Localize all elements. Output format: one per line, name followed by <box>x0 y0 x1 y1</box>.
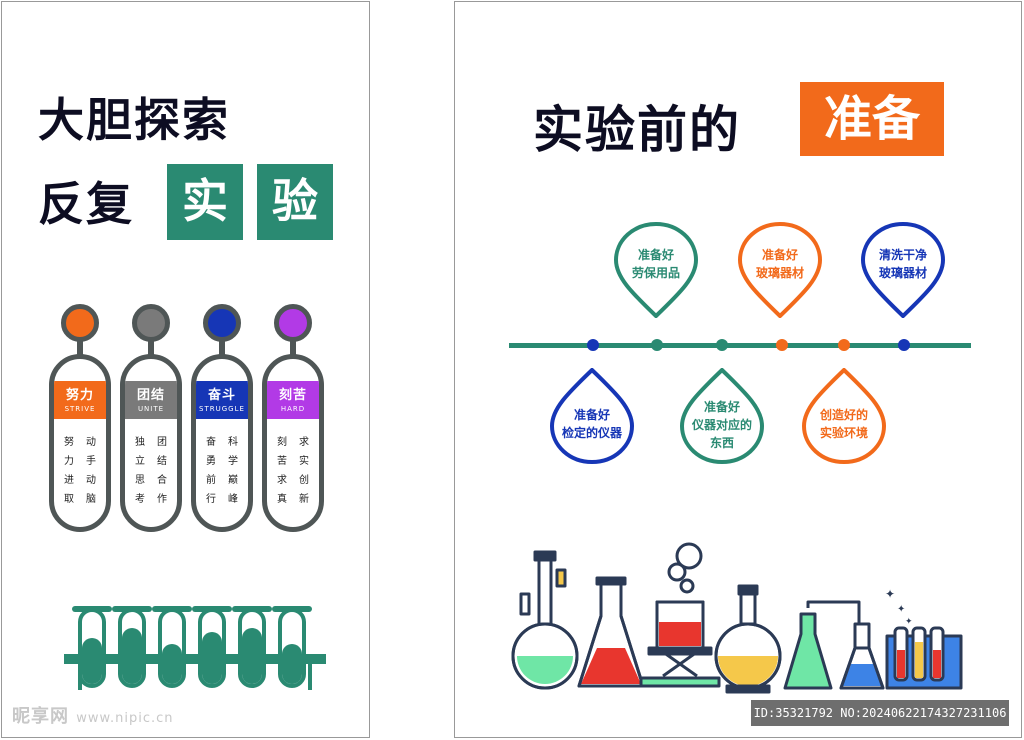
pill-text: 奋勇前行 科学巅峰 <box>200 433 244 509</box>
drop-text-line: 创造好的 <box>819 408 868 422</box>
pill-text: 努力进取 动手动脑 <box>58 433 102 509</box>
drop-text-line: 准备好 <box>761 248 798 262</box>
right-poster: 实验前的 准备 准备好劳保用品 准备好玻璃器材 清洗干净玻璃器材 准备好检定的仪… <box>454 1 1022 738</box>
pill-char: 创 <box>299 475 309 486</box>
pill-char: 实 <box>299 456 309 467</box>
drop-text-line: 仪器对应的 <box>691 418 752 432</box>
pill-char: 动 <box>86 475 96 486</box>
pill-char: 手 <box>86 456 96 467</box>
drop-bottom-2: 准备好仪器对应的东西 <box>677 368 767 464</box>
left-title-line1: 大胆探索 <box>38 93 230 147</box>
pill-header: 努力 STRIVE <box>54 381 106 419</box>
id-label: ID:35321792 NO:20240622174327231106 <box>751 700 1009 726</box>
drop-top-2: 准备好玻璃器材 <box>735 222 825 318</box>
pill-char: 巅 <box>228 475 238 486</box>
pill-char: 学 <box>228 456 238 467</box>
drop-bottom-1: 准备好检定的仪器 <box>547 368 637 464</box>
pill-char: 立 <box>135 456 145 467</box>
highlight-box-2: 验 <box>257 164 333 240</box>
pill-char: 求 <box>277 475 287 486</box>
pill-char: 真 <box>277 494 287 505</box>
timeline-bar <box>509 343 971 348</box>
pill-knob <box>203 304 241 342</box>
timeline-dot <box>776 339 788 351</box>
pill-header: 奋斗 STRUGGLE <box>196 381 248 419</box>
pill-char: 新 <box>299 494 309 505</box>
timeline-dot <box>651 339 663 351</box>
pill-char: 动 <box>86 437 96 448</box>
highlight-box-1: 实 <box>167 164 243 240</box>
pill-text: 刻苦求真 求实创新 <box>271 433 315 509</box>
pill-text: 独立思考 团结合作 <box>129 433 173 509</box>
pill-char: 行 <box>206 494 216 505</box>
drop-text-line: 玻璃器材 <box>755 266 804 280</box>
drop-text-line: 玻璃器材 <box>878 266 927 280</box>
timeline-dot <box>838 339 850 351</box>
drop-text-line: 实验环境 <box>819 426 868 440</box>
drop-top-1: 准备好劳保用品 <box>611 222 701 318</box>
pill-char: 思 <box>135 475 145 486</box>
pill-char: 团 <box>157 437 167 448</box>
left-title-line2: 反复 <box>38 177 134 231</box>
pill-char: 前 <box>206 475 216 486</box>
drop-text-line: 劳保用品 <box>631 266 680 280</box>
pill-char: 力 <box>64 456 74 467</box>
watermark-logo: 昵享网 www.nipic.cn <box>12 706 174 727</box>
drop-top-3: 清洗干净玻璃器材 <box>858 222 948 318</box>
pill-char: 科 <box>228 437 238 448</box>
pill-char: 努 <box>64 437 74 448</box>
pill-char: 合 <box>157 475 167 486</box>
pill-char: 脑 <box>86 494 96 505</box>
pill-char: 刻 <box>277 437 287 448</box>
pill-char: 结 <box>157 456 167 467</box>
timeline-dot <box>587 339 599 351</box>
right-title: 实验前的 <box>533 101 741 159</box>
pill-header: 刻苦 HARD <box>267 381 319 419</box>
svg-text:✦: ✦ <box>885 587 895 601</box>
timeline-dot <box>716 339 728 351</box>
pill-char: 苦 <box>277 456 287 467</box>
svg-text:✦: ✦ <box>897 604 905 615</box>
pill-knob <box>61 304 99 342</box>
drop-text-line: 东西 <box>709 436 734 450</box>
pill-char: 进 <box>64 475 74 486</box>
left-poster: 大胆探索 反复 实 验 努力 STRIVE 努力进取 动手动脑 <box>1 1 370 738</box>
pill-knob <box>274 304 312 342</box>
pill-char: 作 <box>157 494 167 505</box>
drop-bottom-3: 创造好的实验环境 <box>799 368 889 464</box>
right-highlight-box: 准备 <box>800 82 944 156</box>
drop-text-line: 准备好 <box>573 408 610 422</box>
test-tube-rack-illustration <box>64 606 326 690</box>
pill-char: 勇 <box>206 456 216 467</box>
pill-char: 峰 <box>228 494 238 505</box>
drop-text-line: 准备好 <box>637 248 674 262</box>
drop-text-line: 清洗干净 <box>878 248 927 262</box>
pill-char: 取 <box>64 494 74 505</box>
pill-char: 求 <box>299 437 309 448</box>
pill-char: 考 <box>135 494 145 505</box>
pill-char: 奋 <box>206 437 216 448</box>
timeline-dot <box>898 339 910 351</box>
lab-glassware-illustration: ✦ ✦ ✦ <box>511 542 963 694</box>
drop-text-line: 检定的仪器 <box>561 426 622 440</box>
pill-header: 团结 UNITE <box>125 381 177 419</box>
svg-text:✦: ✦ <box>905 617 913 627</box>
pill-knob <box>132 304 170 342</box>
drop-text-line: 准备好 <box>703 400 740 414</box>
pill-char: 独 <box>135 437 145 448</box>
